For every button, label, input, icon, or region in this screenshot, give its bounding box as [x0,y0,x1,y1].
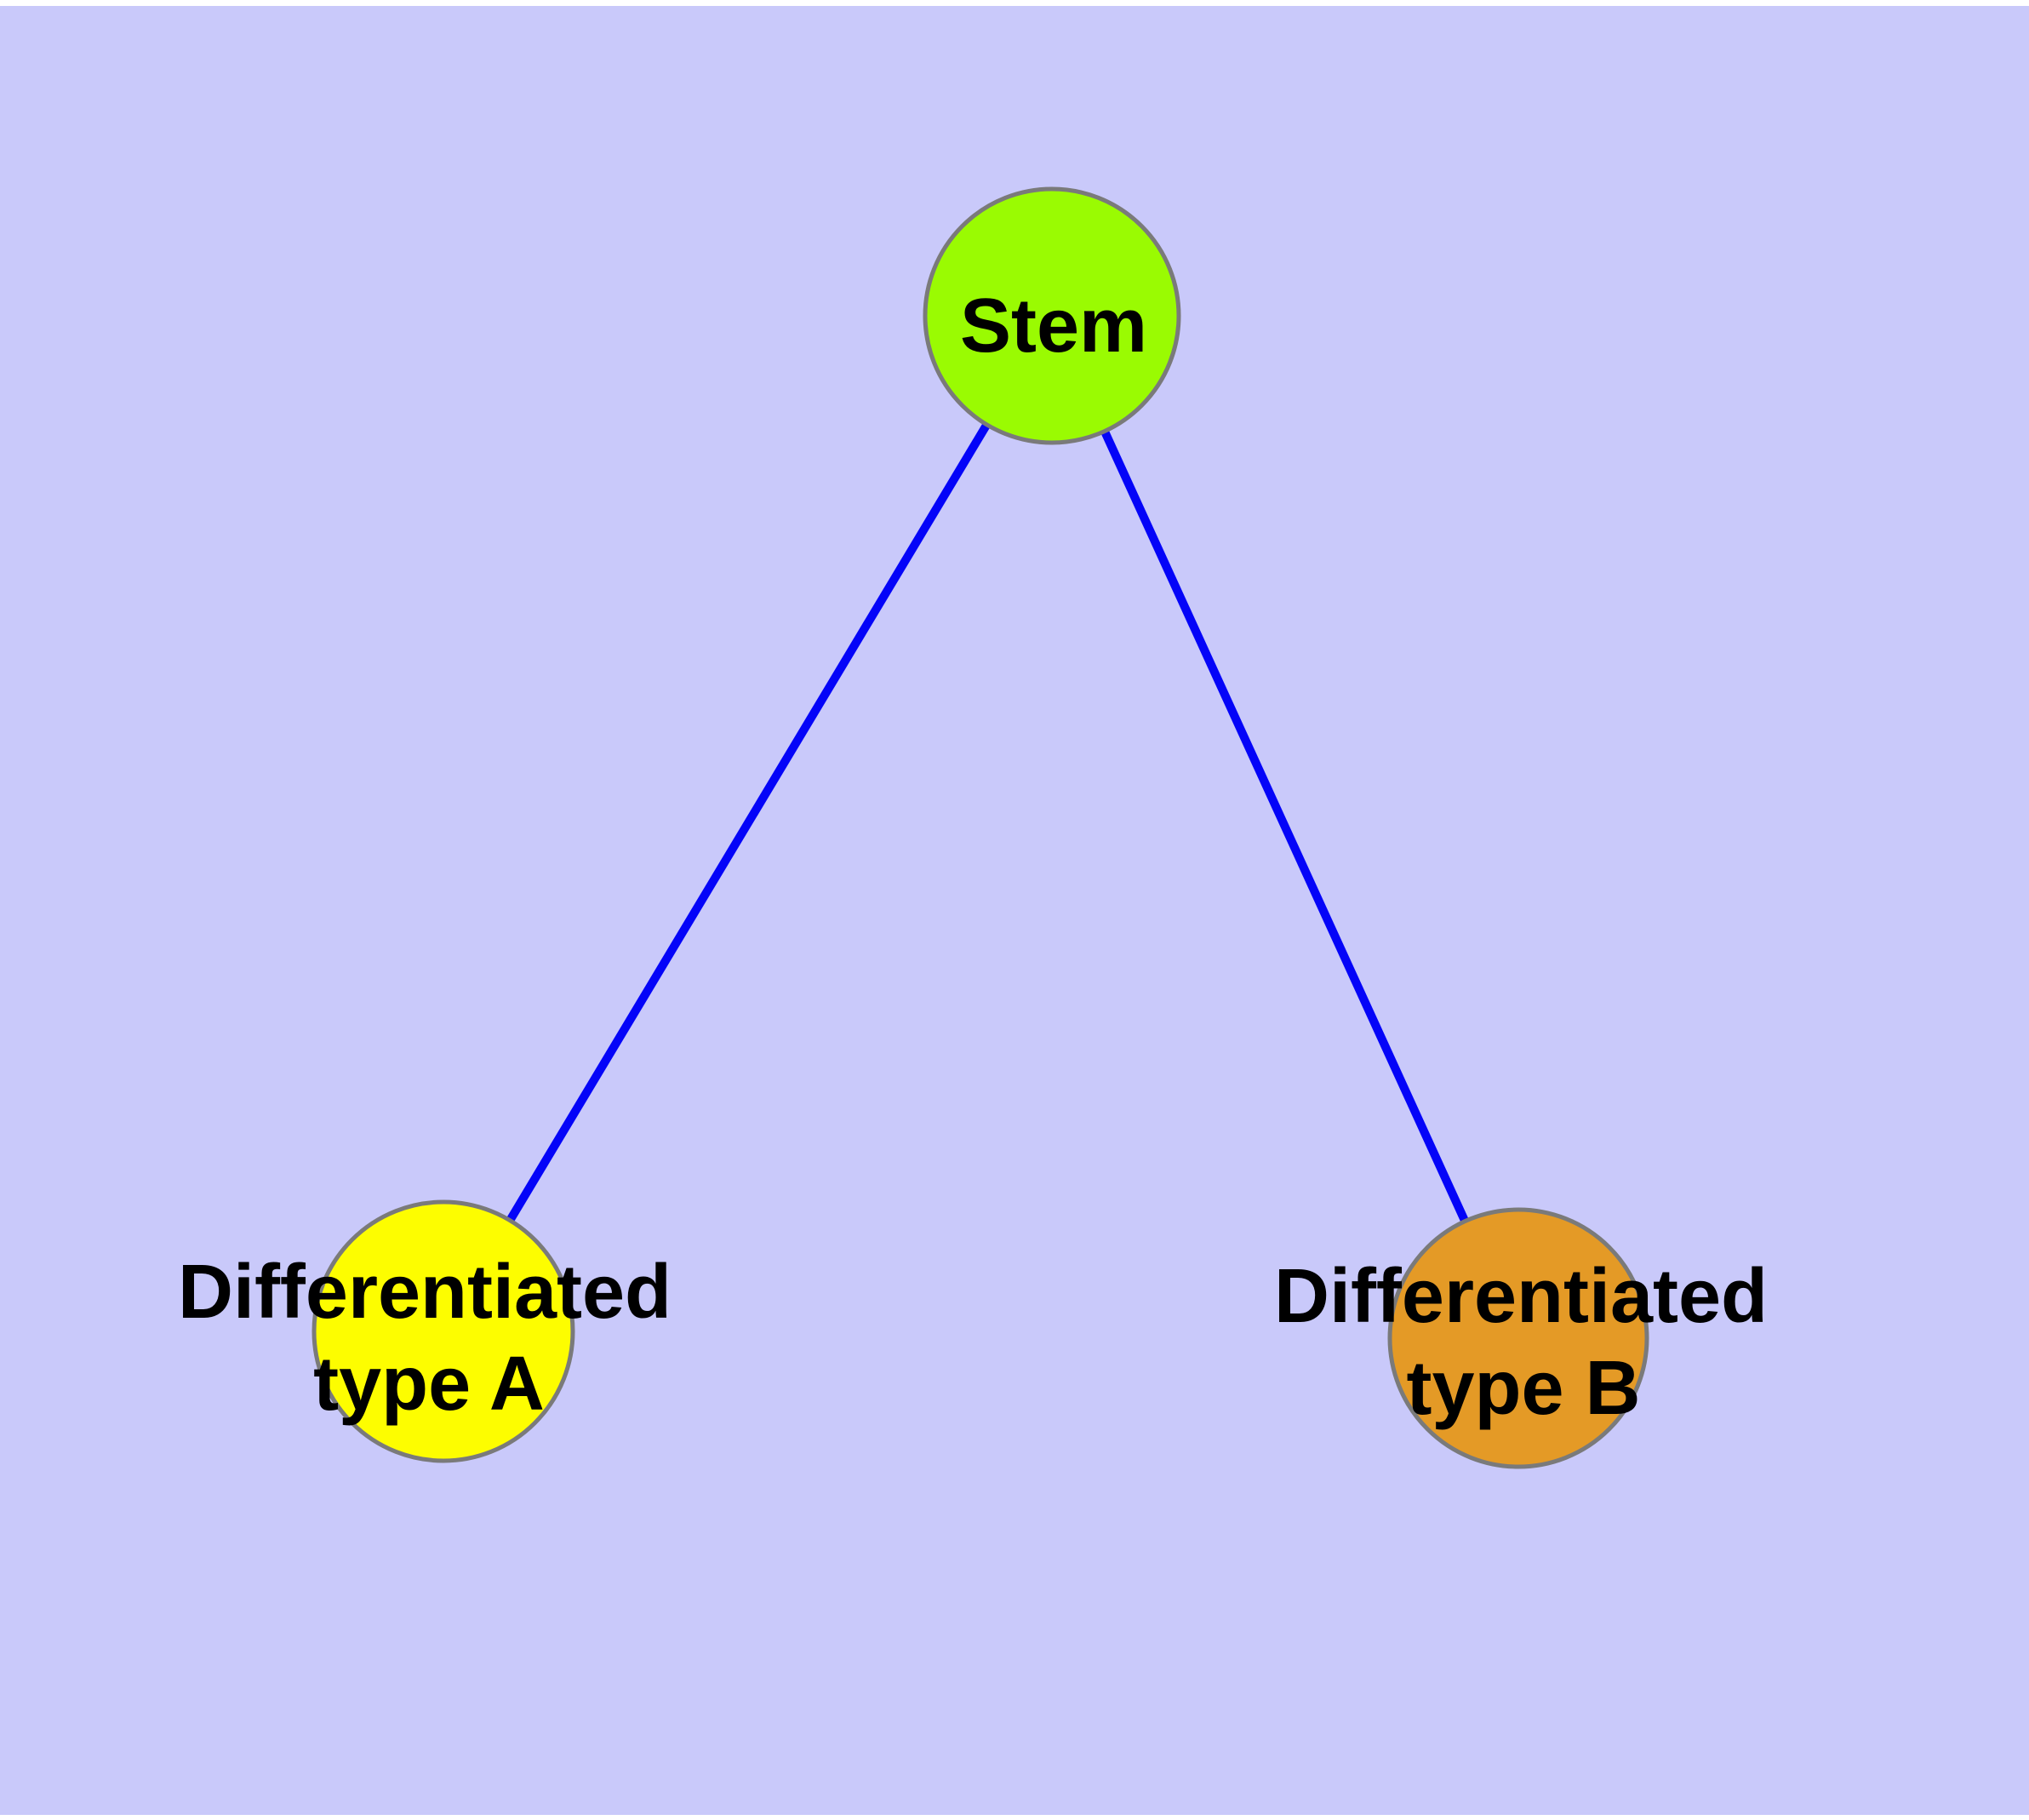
stem-node-label: Stem [960,283,1147,369]
type-a-node-label-line2: type A [313,1342,545,1427]
stem-node [923,186,1181,445]
type-a-node [311,1199,575,1463]
type-a-node-label-line1: Differentiated [178,1250,672,1335]
type-b-node [1387,1207,1649,1469]
type-b-node-label-line1: Differentiated [1274,1254,1768,1339]
type-b-node-label-line2: type B [1406,1346,1640,1431]
edge-stem-to-type-b [1048,313,1523,1341]
edge-stem-to-type-a [439,313,1056,1334]
